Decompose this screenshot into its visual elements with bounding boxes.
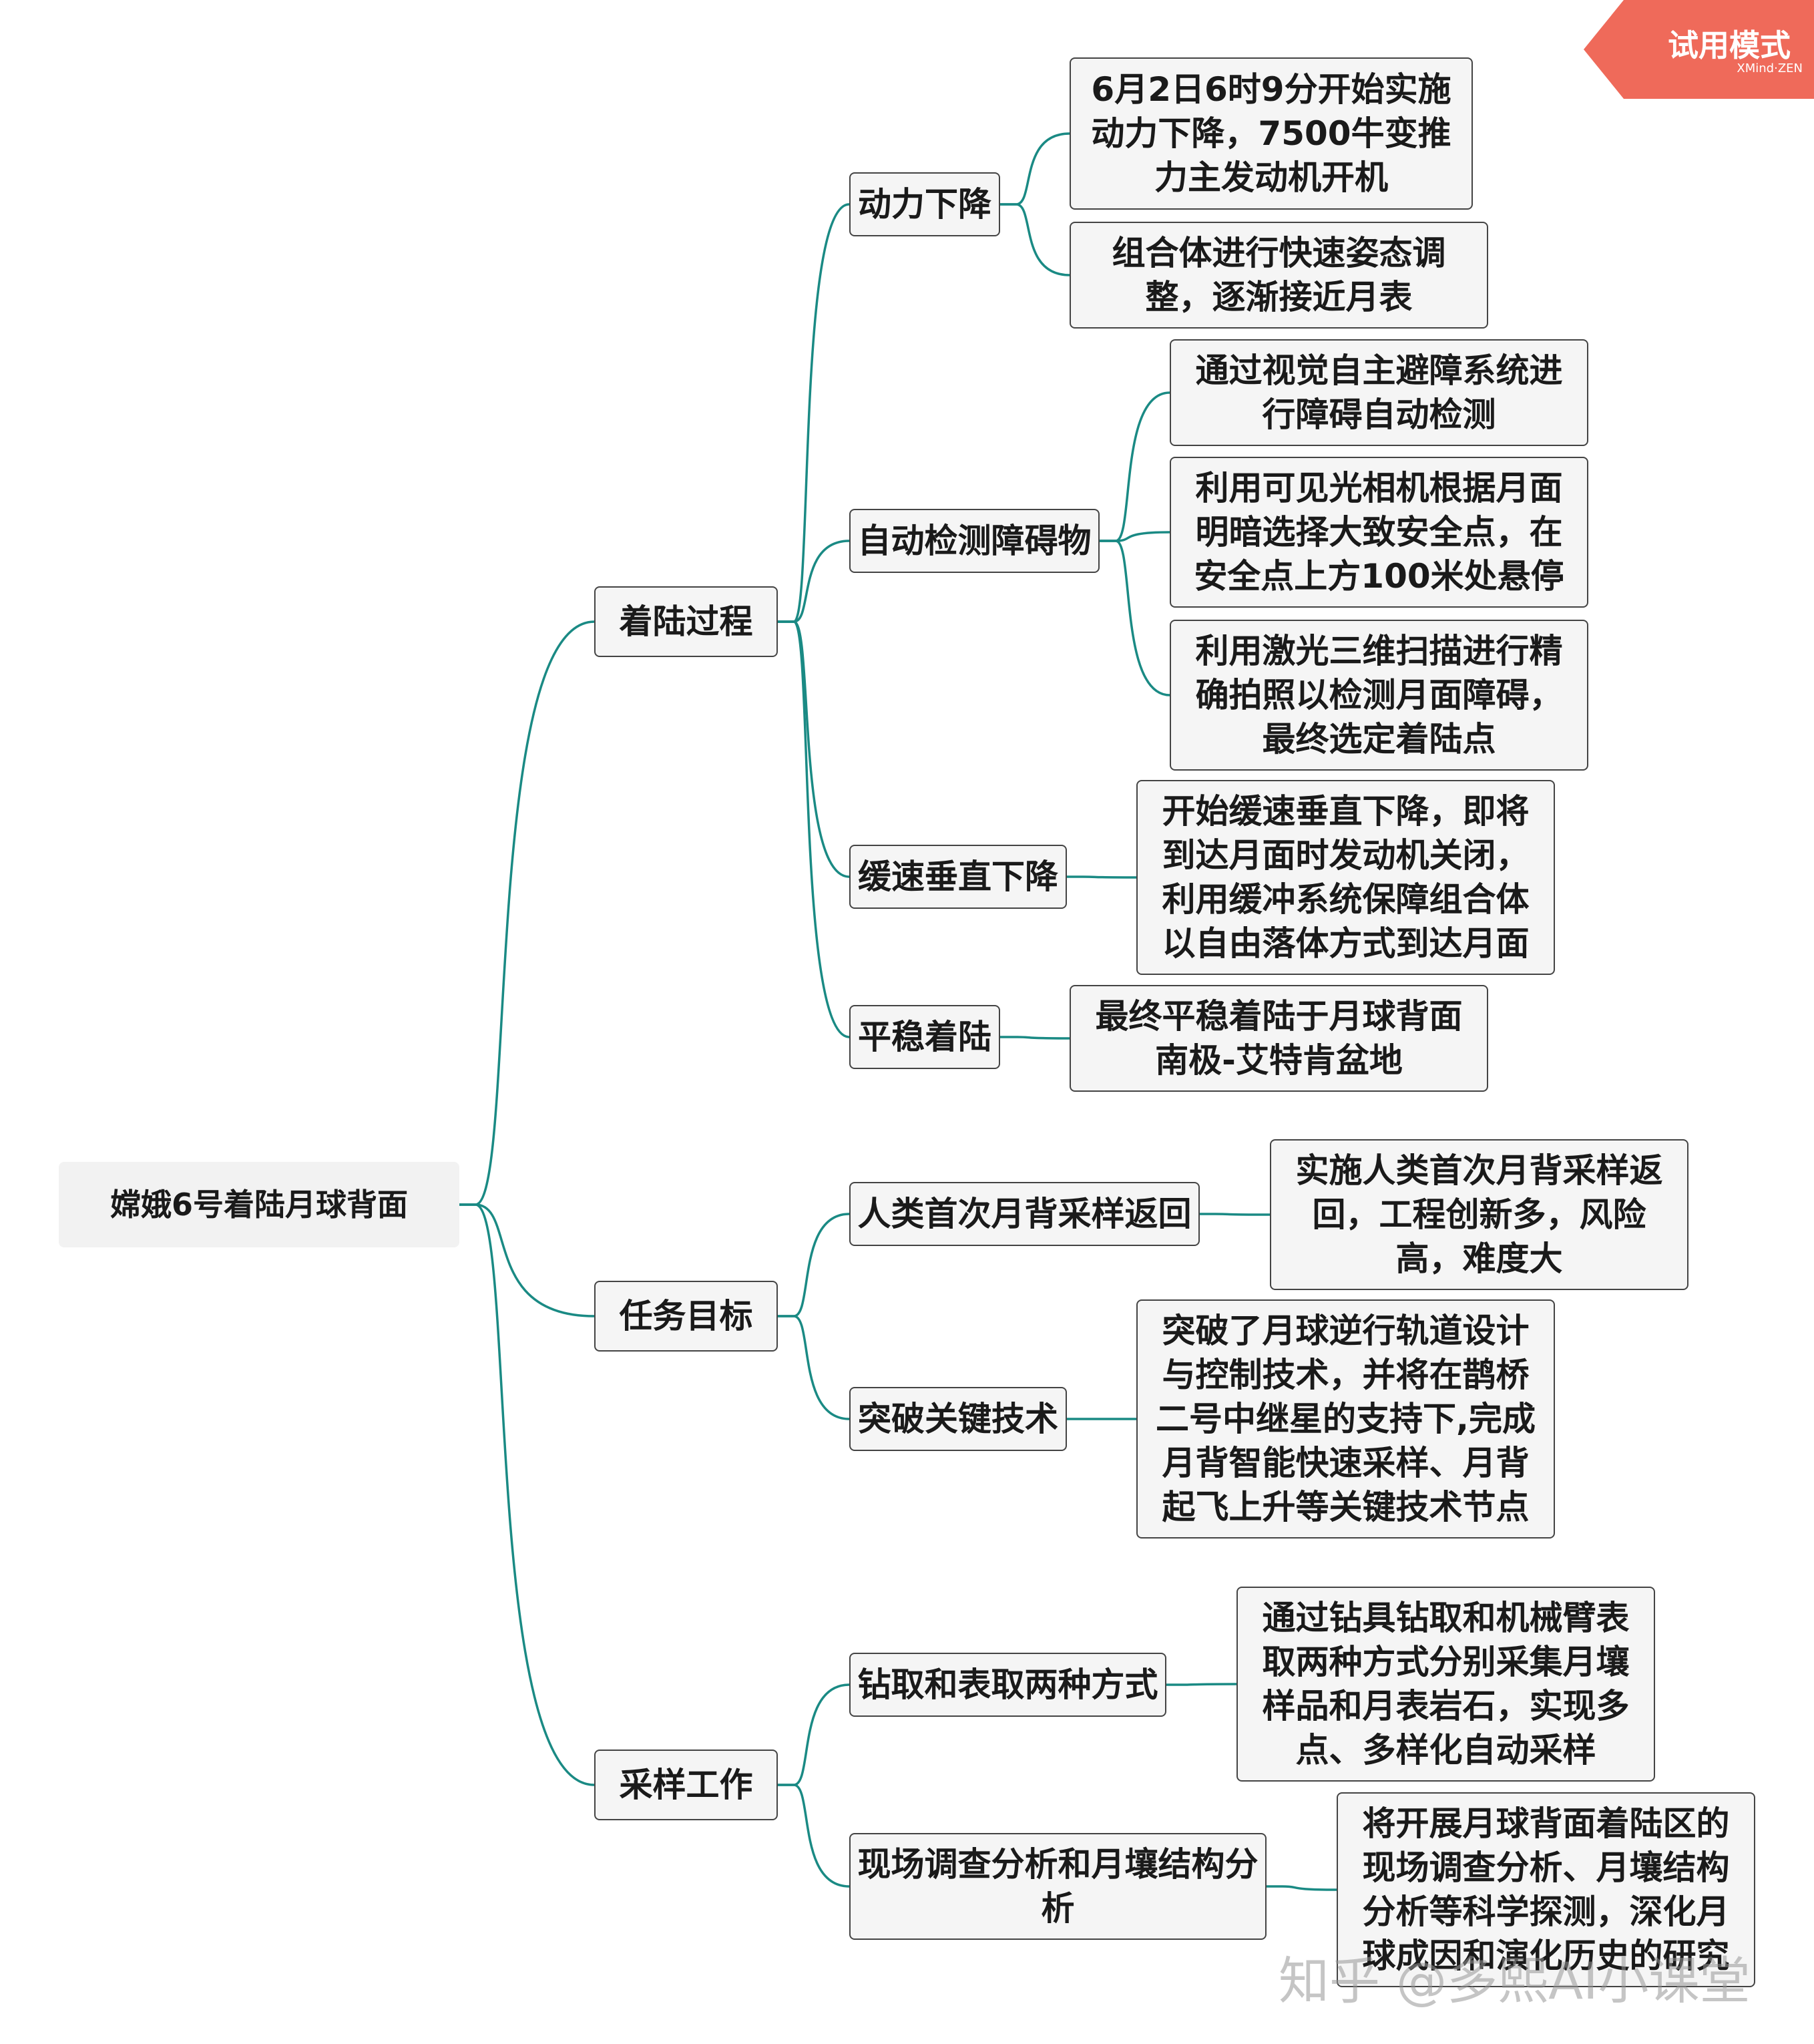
topic-drilling-and-scooping[interactable]: 钻取和表取两种方式: [849, 1653, 1166, 1717]
topic-first-farside-sample-return[interactable]: 人类首次月背采样返回: [849, 1182, 1200, 1246]
connector-line: [778, 1315, 850, 1420]
detail-text[interactable]: 开始缓速垂直下降，即将到达月面时发动机关闭，利用缓冲系统保障组合体以自由落体方式…: [1136, 780, 1555, 975]
detail-text[interactable]: 将开展月球背面着陆区的现场调查分析、月壤结构分析等科学探测，深化月球成因和演化历…: [1337, 1792, 1755, 1987]
connector-line: [778, 620, 850, 878]
badge-subtitle: XMind·ZEN: [1737, 61, 1803, 75]
topic-powered-descent[interactable]: 动力下降: [849, 172, 1000, 236]
branch-mission-goals[interactable]: 任务目标: [594, 1281, 778, 1352]
branch-landing-process[interactable]: 着陆过程: [594, 586, 778, 657]
detail-text[interactable]: 6月2日6时9分开始实施动力下降，7500牛变推力主发动机开机: [1070, 57, 1473, 210]
connector-line: [459, 1203, 595, 1786]
detail-text[interactable]: 组合体进行快速姿态调整，逐渐接近月表: [1070, 222, 1488, 329]
connector-line: [1000, 132, 1070, 206]
connector-line: [459, 620, 595, 1206]
connector-line: [1000, 1036, 1070, 1040]
topic-obstacle-detection[interactable]: 自动检测障碍物: [849, 509, 1100, 573]
detail-text[interactable]: 突破了月球逆行轨道设计与控制技术，并将在鹊桥二号中继星的支持下,完成月背智能快速…: [1136, 1299, 1555, 1539]
connector-line: [1100, 531, 1170, 542]
connector-line: [1000, 203, 1070, 276]
connector-line: [778, 1213, 850, 1317]
detail-text[interactable]: 实施人类首次月背采样返回，工程创新多，风险高，难度大: [1270, 1139, 1688, 1290]
connector-line: [1267, 1885, 1337, 1891]
connector-line: [778, 203, 850, 623]
detail-text[interactable]: 最终平稳着陆于月球背面南极-艾特肯盆地: [1070, 985, 1488, 1092]
topic-soft-landing[interactable]: 平稳着陆: [849, 1005, 1000, 1069]
topic-slow-vertical-descent[interactable]: 缓速垂直下降: [849, 845, 1067, 909]
topic-field-survey-and-regolith-analysis[interactable]: 现场调查分析和月壤结构分析: [849, 1833, 1267, 1940]
detail-text[interactable]: 通过视觉自主避障系统进行障碍自动检测: [1170, 339, 1588, 446]
branch-sampling-work[interactable]: 采样工作: [594, 1750, 778, 1820]
connector-line: [1166, 1683, 1237, 1686]
detail-text[interactable]: 利用可见光相机根据月面明暗选择大致安全点，在安全点上方100米处悬停: [1170, 457, 1588, 608]
topic-key-technology-breakthrough[interactable]: 突破关键技术: [849, 1387, 1067, 1451]
connector-line: [1100, 391, 1170, 542]
detail-text[interactable]: 利用激光三维扫描进行精确拍照以检测月面障碍，最终选定着陆点: [1170, 620, 1588, 771]
connector-line: [1200, 1213, 1271, 1216]
detail-text[interactable]: 通过钻具钻取和机械臂表取两种方式分别采集月壤样品和月表岩石，实现多点、多样化自动…: [1236, 1587, 1655, 1782]
connector-line: [1100, 540, 1170, 696]
connector-line: [778, 540, 850, 623]
connector-line: [778, 1784, 850, 1888]
root-topic[interactable]: 嫦娥6号着陆月球背面: [59, 1162, 459, 1247]
watermark-text: 知乎 @多熙AI小课堂: [1279, 1951, 1751, 2011]
connector-line: [459, 1203, 595, 1317]
connector-line: [778, 1683, 850, 1786]
badge-title: 试用模式: [1668, 27, 1791, 63]
connector-line: [778, 620, 850, 1038]
trial-mode-badge: [1584, 0, 1814, 99]
